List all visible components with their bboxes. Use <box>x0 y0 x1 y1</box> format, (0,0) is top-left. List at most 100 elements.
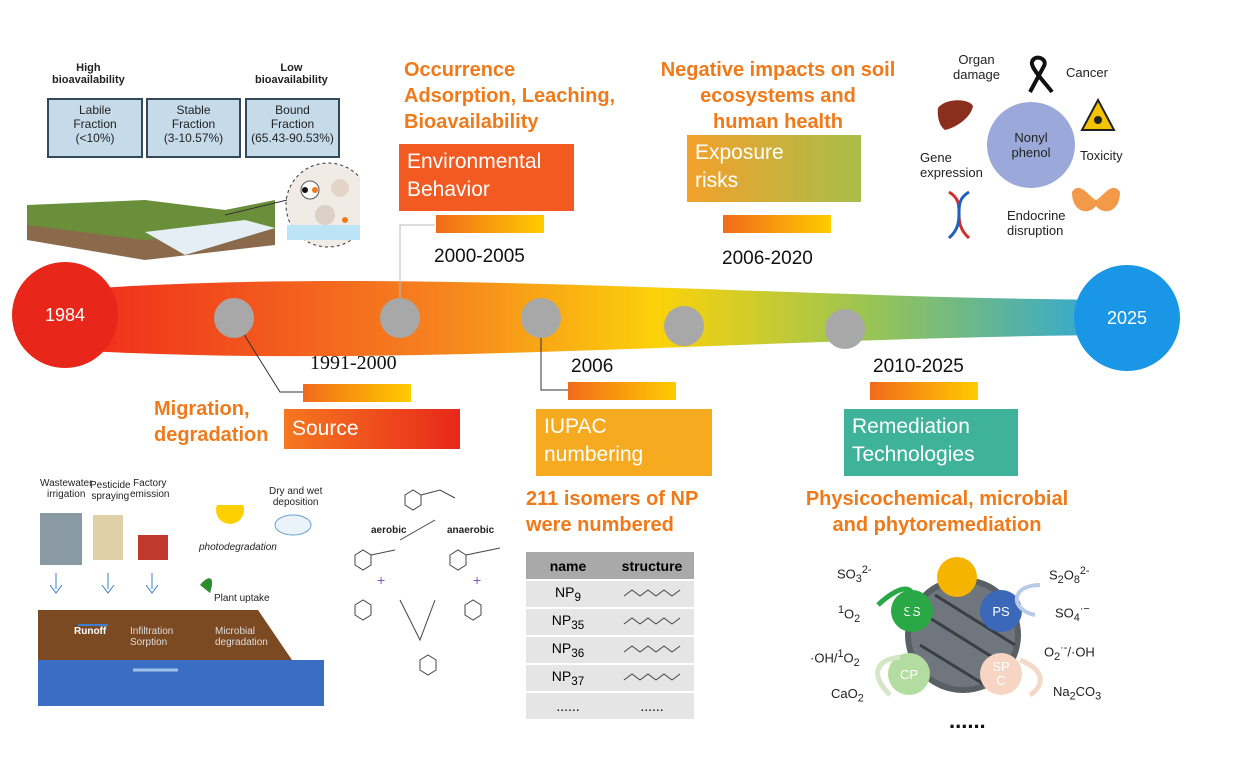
structure-cell <box>610 580 694 609</box>
table-row: ...... ...... <box>526 692 694 721</box>
soil-landscape-illustration <box>27 162 360 260</box>
isomer-sub: 37 <box>571 674 585 688</box>
timeline-arrow <box>70 280 1140 357</box>
table-header-structure: structure <box>610 552 694 581</box>
remediation-more: ...... <box>949 708 986 733</box>
structure-cell <box>610 664 694 693</box>
factory-label: Factory emission <box>130 478 170 500</box>
timeline-dot-5 <box>825 309 865 349</box>
end-year-circle: 2025 <box>1074 265 1180 371</box>
gene-expression-label: Gene expression <box>920 150 983 180</box>
table-header-name: name <box>526 552 610 581</box>
cao2-species: CaO2 <box>831 686 864 705</box>
table-row: NP37 <box>526 664 694 693</box>
exposure-title: Negative impacts on soil ecosystems and … <box>660 59 896 133</box>
o2-species: 1O2 <box>838 604 861 625</box>
svg-text:+: + <box>377 572 385 588</box>
spc-label: SP C <box>992 659 1010 688</box>
cancer-label: Cancer <box>1066 65 1108 80</box>
environmental-period: 2000-2005 <box>434 246 525 267</box>
timeline-dot-2 <box>380 298 420 338</box>
plant-uptake-label: Plant uptake <box>214 593 270 604</box>
remediation-period: 2010-2025 <box>873 356 964 377</box>
endocrine-label: Endocrine disruption <box>1007 208 1066 238</box>
nonylphenol-label: Nonyl phenol <box>1011 130 1051 160</box>
exposure-period-bar <box>723 215 831 233</box>
source-period: 1991-2000 <box>310 352 397 374</box>
runoff-label: Runoff <box>74 626 107 637</box>
source-illustration <box>38 505 324 706</box>
isomer-name: NP <box>555 584 575 601</box>
connector-env <box>399 224 435 300</box>
spc-node: SP C <box>980 653 1022 695</box>
dry-wet-label: Dry and wet deposition <box>269 486 323 508</box>
remediation-period-bar <box>870 382 978 400</box>
source-period-bar <box>303 384 411 402</box>
pesticide-label: Pesticide spraying <box>90 480 131 502</box>
nonylphenol-circle: Nonyl phenol <box>987 102 1075 188</box>
structure-cell <box>610 608 694 637</box>
so4-species: SO4·− <box>1055 603 1090 624</box>
thyroid-icon <box>1072 187 1120 212</box>
iupac-period-bar <box>568 382 676 400</box>
aerobic-label: aerobic <box>371 525 407 536</box>
remediation-box: Remediation Technologies <box>844 409 1018 476</box>
table-row: NP35 <box>526 608 694 637</box>
wastewater-label: Wastewater irrigation <box>40 478 93 500</box>
microbial-label: Microbial degradation <box>215 626 268 648</box>
bound-fraction-box: Bound Fraction (65.43-90.53%) <box>245 98 340 158</box>
isomer-sub: 36 <box>571 646 585 660</box>
stable-fraction-range: (3-10.57%) <box>163 131 224 145</box>
timeline-dot-1 <box>214 298 254 338</box>
connector-source <box>234 319 303 393</box>
dna-icon <box>947 190 971 240</box>
liver-icon <box>937 100 973 130</box>
timeline-dot-4 <box>664 306 704 346</box>
table-row: NP36 <box>526 636 694 665</box>
exposure-risks-box: Exposure risks <box>687 135 861 202</box>
timeline-dot-3 <box>521 298 561 338</box>
o2-oh-species: O2·-/·OH <box>1044 642 1095 663</box>
start-year-circle: 1984 <box>12 262 118 368</box>
isomer-name: NP <box>551 612 572 629</box>
anaerobic-label: anaerobic <box>447 525 495 536</box>
high-bioavailability-label: High bioavailability <box>52 62 125 86</box>
source-title: Migration, degradation <box>154 398 269 446</box>
structure-more: ...... <box>610 692 694 721</box>
bound-fraction-range: (65.43-90.53%) <box>251 131 334 145</box>
remediation-arrows <box>875 583 1043 698</box>
stable-fraction-name: Stable Fraction <box>171 103 216 131</box>
labile-fraction-range: (<10%) <box>75 131 115 145</box>
labile-fraction-name: Labile Fraction <box>73 103 117 131</box>
isomer-sub: 35 <box>571 618 585 632</box>
na2co3-species: Na2CO3 <box>1053 684 1102 703</box>
iupac-title: 211 isomers of NP were numbered <box>526 488 699 536</box>
photodegradation-label: photodegradation <box>199 542 277 553</box>
toxicity-label: Toxicity <box>1080 148 1123 163</box>
end-year: 2025 <box>1106 307 1148 328</box>
bound-fraction-name: Bound Fraction <box>270 103 315 131</box>
connector-iupac <box>540 320 568 391</box>
table-row: NP9 <box>526 580 694 609</box>
isomer-table: name structure NP9 NP35 NP36 NP37 ......… <box>526 552 694 721</box>
isomer-sub: 9 <box>574 590 581 604</box>
organ-damage-label: Organ damage <box>953 52 1000 82</box>
ps-node: PS <box>980 590 1022 632</box>
isomer-more: ...... <box>526 692 610 721</box>
source-box: Source <box>284 409 460 449</box>
stable-fraction-box: Stable Fraction (3-10.57%) <box>146 98 241 158</box>
ribbon-icon <box>1028 55 1054 94</box>
ps-label: PS <box>992 603 1010 619</box>
oh-o2-species: ·OH/1O2 <box>810 648 860 669</box>
isomer-name: NP <box>551 668 572 685</box>
isomer-name: NP <box>551 640 572 657</box>
environmental-period-bar <box>436 215 544 233</box>
iupac-box: IUPAC numbering <box>536 409 712 476</box>
environmental-title: Occurrence Adsorption, Leaching, Bioavai… <box>404 59 616 133</box>
start-year: 1984 <box>44 304 86 325</box>
hazard-icon <box>1080 98 1116 131</box>
cp-label: CP <box>899 666 919 682</box>
degradation-pathway-structures: + + <box>354 489 501 676</box>
svg-text:+: + <box>473 572 481 588</box>
s2o8-species: S2O82- <box>1049 565 1090 586</box>
